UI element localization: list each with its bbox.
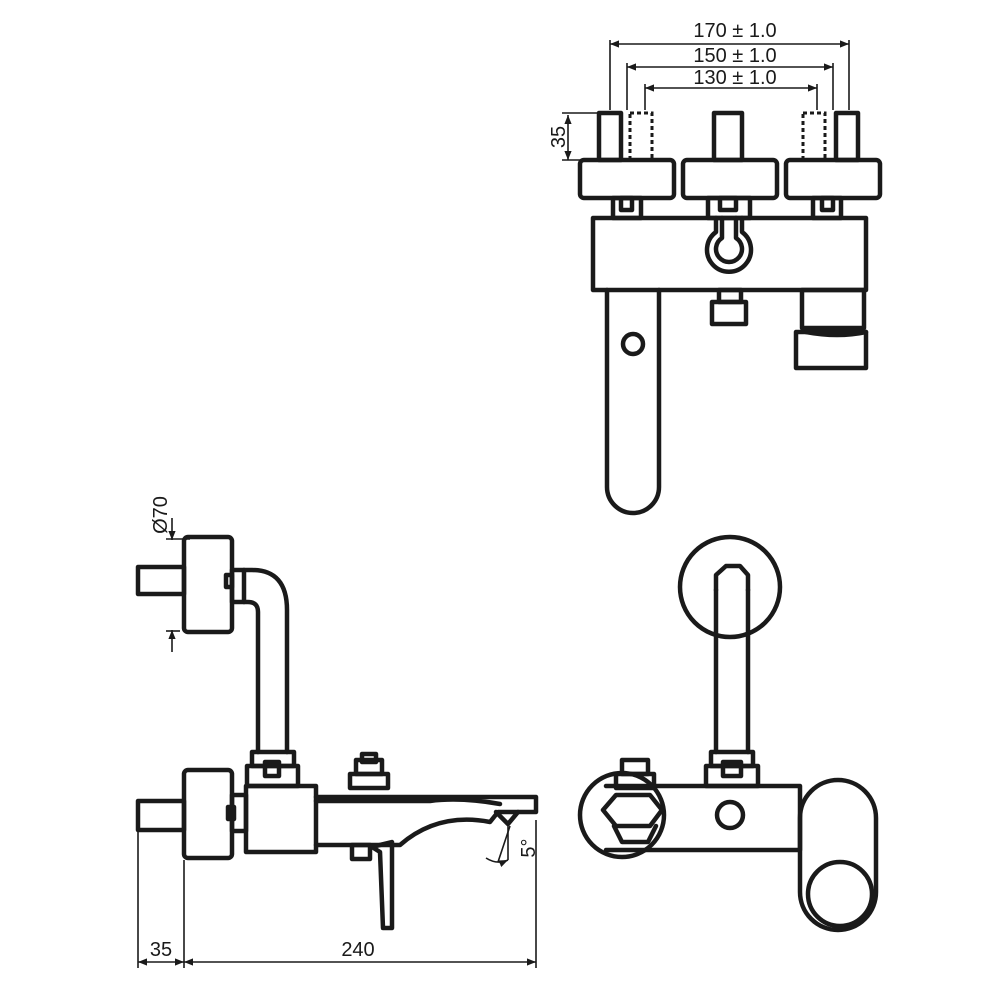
dimension-170-label: 170 ± 1.0 — [693, 20, 776, 42]
dimension-240-label: 240 — [341, 939, 374, 961]
dimension-diameter-70: Ø70 — [150, 496, 190, 652]
lower-flange — [181, 767, 235, 861]
dimension-35-height: 35 — [548, 112, 598, 161]
dimension-170: 170 ± 1.0 — [609, 20, 850, 110]
dimension-130: 130 ± 1.0 — [644, 67, 818, 110]
mixer-body-side — [243, 783, 319, 855]
dimension-35-depth: 35 — [138, 939, 184, 966]
flange-center — [680, 157, 780, 201]
top-view: 170 ± 1.0 150 ± 1.0 130 ± 1.0 35 — [548, 20, 883, 516]
dimension-150: 150 ± 1.0 — [626, 45, 834, 110]
dimension-35-depth-label: 35 — [150, 939, 172, 961]
dimension-diameter-70-label: Ø70 — [150, 496, 172, 534]
angle-5-label: 5° — [518, 838, 540, 857]
dimension-240: 240 — [184, 939, 536, 966]
front-view — [577, 534, 879, 933]
dimension-130-label: 130 ± 1.0 — [693, 67, 776, 89]
dimension-35-height-label: 35 — [548, 126, 570, 148]
flange-left — [577, 157, 677, 201]
side-view: Ø70 5° — [135, 496, 540, 968]
mixer-body-top — [590, 215, 869, 293]
flange-right — [783, 157, 883, 201]
dimension-150-label: 150 ± 1.0 — [693, 45, 776, 67]
lever-handle-front — [797, 777, 879, 933]
